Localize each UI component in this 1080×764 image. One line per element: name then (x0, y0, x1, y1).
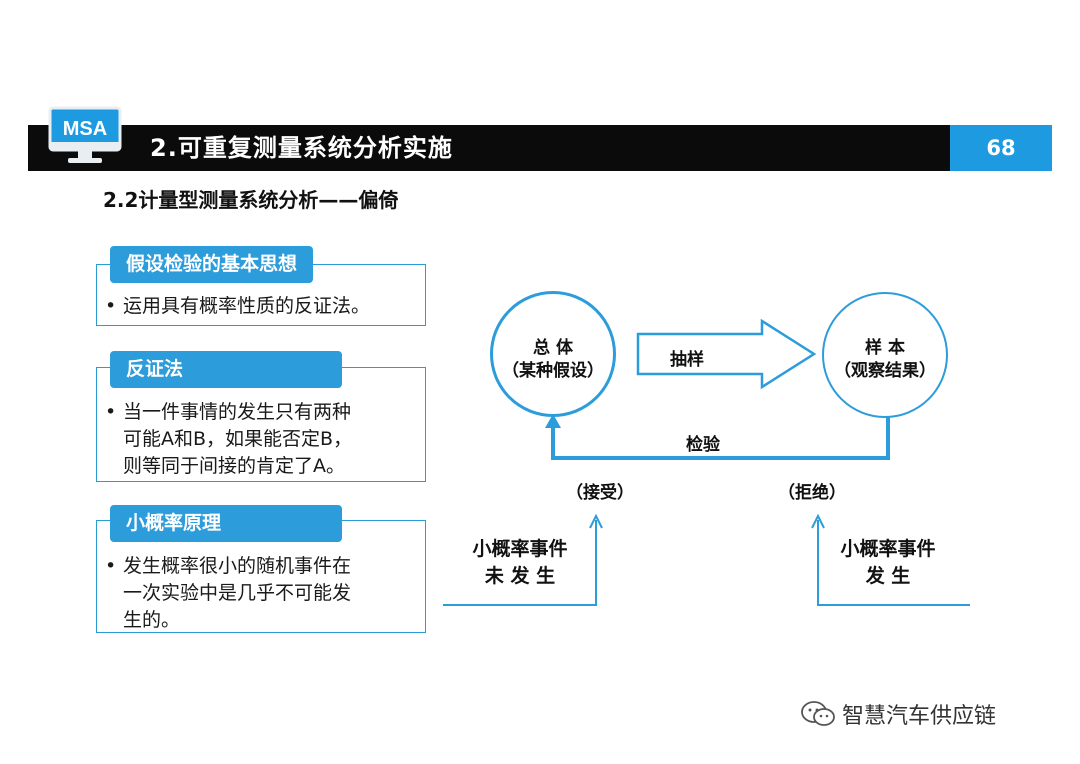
sampling-label: 抽样 (670, 350, 704, 370)
panel-heading-hypothesis: 假设检验的基本思想 (110, 246, 314, 283)
test-label: 检验 (686, 435, 720, 455)
event-occur-line1: 小概率事件 (840, 538, 936, 560)
header-bar (28, 125, 1052, 171)
bullet-dot: • (105, 295, 117, 317)
reject-label: （拒绝） (778, 483, 846, 503)
watermark-text: 智慧汽车供应链 (842, 704, 997, 729)
logo-text: MSA (63, 118, 107, 140)
page-title: 2.可重复测量系统分析实施 (150, 134, 453, 162)
test-feedback-arrow (551, 416, 890, 460)
page-number: 68 (950, 125, 1052, 171)
accept-arrow (443, 520, 597, 606)
sampling-arrow (636, 318, 817, 390)
wechat-icon (800, 700, 836, 732)
section-subtitle: 2.2计量型测量系统分析——偏倚 (103, 188, 399, 212)
sample-observation-label: （观察结果） (834, 361, 936, 381)
sample-label: 样 本 (865, 338, 905, 358)
monitor-icon: MSA (48, 106, 122, 168)
population-hypothesis-label: （某种假设） (502, 361, 604, 381)
population-circle (490, 291, 616, 417)
test-feedback-arrowhead (545, 414, 561, 428)
event-not-occur-line2: 未 发 生 (484, 565, 556, 587)
accept-label: （接受） (566, 483, 634, 503)
bullet-dot: • (105, 401, 117, 423)
event-not-occur-line1: 小概率事件 (472, 538, 568, 560)
event-occur-line2: 发 生 (865, 565, 911, 587)
panel-heading-small-probability: 小概率原理 (110, 505, 342, 542)
reject-arrow (817, 520, 970, 606)
population-label: 总 体 (533, 338, 573, 358)
bullet-dot: • (105, 555, 117, 577)
panel-heading-reductio: 反证法 (110, 351, 342, 388)
sample-circle (822, 292, 948, 418)
